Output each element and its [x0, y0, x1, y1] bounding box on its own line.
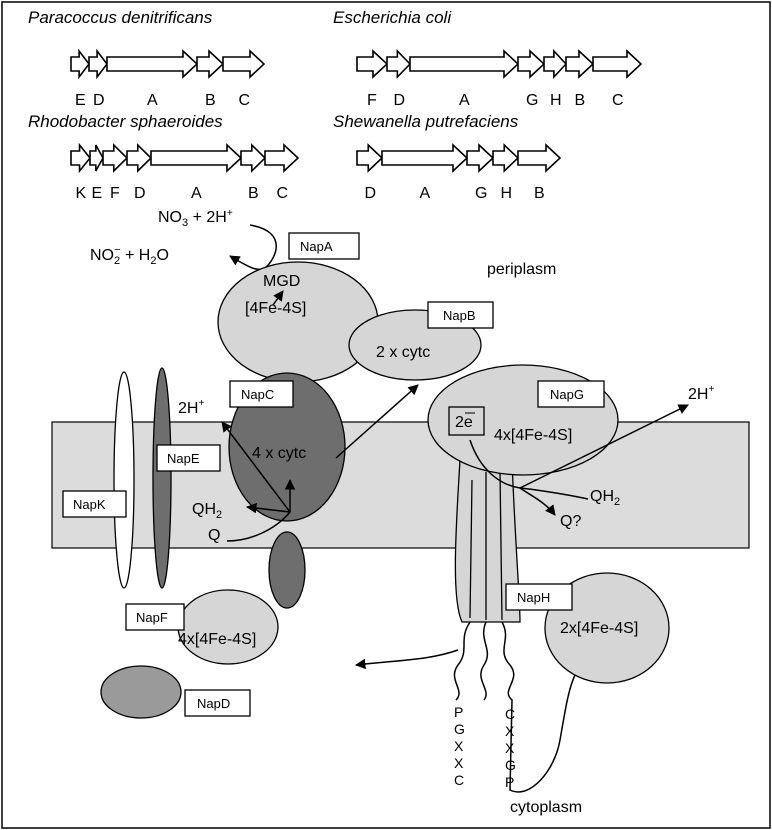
cytoplasm-label: cytoplasm [510, 799, 582, 816]
napC-label: NapC [230, 381, 293, 407]
gene-label: A [147, 92, 158, 109]
organism-rhodobacter: Rhodobacter sphaeroides [28, 112, 223, 131]
gene-label: C [277, 185, 289, 202]
motif-right: C X X G P [505, 706, 516, 790]
gene-label: D [365, 185, 377, 202]
svg-text:NapK: NapK [73, 497, 106, 512]
svg-text:NapA: NapA [300, 239, 333, 254]
napK-helix [114, 372, 134, 588]
svg-text:NapG: NapG [550, 387, 584, 402]
napK-label: NapK [63, 491, 126, 517]
gene-label: A [459, 92, 470, 109]
mgd-cofactor: MGD [263, 273, 300, 290]
nitrate-substrate: NO3 + 2H+ [158, 208, 233, 229]
gene-label: D [93, 92, 105, 109]
motif-right-letter: G [505, 757, 516, 773]
gene-label: F [367, 92, 377, 109]
motif-right-letter: X [505, 740, 515, 756]
motif-right-letter: C [505, 706, 515, 722]
svg-text:NapB: NapB [443, 308, 476, 323]
napB-heme: 2 x cytc [376, 344, 430, 361]
svg-text:NapF: NapF [136, 610, 168, 625]
napD-subunit [101, 666, 181, 718]
gene-label: C [612, 92, 624, 109]
svg-text:NapC: NapC [241, 387, 274, 402]
gene-label: G [475, 185, 487, 202]
nitrite-product: NO2− + H2O [90, 244, 169, 267]
svg-text:NapD: NapD [197, 696, 230, 711]
gene-label: A [420, 185, 431, 202]
napC-anchor [269, 532, 305, 608]
organism-shewanella: Shewanella putrefaciens [333, 112, 519, 131]
q-left: Q [208, 527, 220, 544]
napA-label: NapA [289, 233, 359, 259]
gene-label: D [394, 92, 406, 109]
gene-label: B [575, 92, 586, 109]
periplasm-label: periplasm [487, 261, 556, 278]
gene-label: B [248, 185, 259, 202]
napE-helix [153, 368, 171, 588]
motif-left-letter: X [454, 755, 464, 771]
napH-cluster: 2x[4Fe-4S] [560, 620, 638, 637]
motif-left-letter: X [454, 738, 464, 754]
motif-left-letter: G [454, 721, 465, 737]
svg-text:NapE: NapE [167, 451, 200, 466]
motif-left-letter: P [454, 704, 463, 720]
q-question: Q? [560, 513, 581, 530]
gene-label: H [550, 92, 562, 109]
gene-label: F [110, 185, 120, 202]
napB-label: NapB [428, 302, 493, 328]
napF-label: NapF [126, 604, 184, 630]
gene-label: G [526, 92, 538, 109]
napD-label: NapD [185, 690, 250, 716]
napH-label: NapH [506, 584, 572, 610]
motif-right-letter: P [505, 774, 514, 790]
svg-text:NapH: NapH [517, 590, 550, 605]
napF-subunit [178, 590, 278, 664]
napG-label: NapG [538, 381, 604, 407]
gene-label: K [76, 185, 87, 202]
motif-left-letter: C [454, 772, 464, 788]
gene-label: D [134, 185, 146, 202]
napF-cluster: 4x[4Fe-4S] [178, 631, 256, 648]
gene-label: H [501, 185, 513, 202]
napG-cluster: 4x[4Fe-4S] [494, 427, 572, 444]
organism-paracoccus: Paracoccus denitrificans [28, 8, 213, 27]
napE-label: NapE [157, 445, 220, 471]
gene-label: A [191, 185, 202, 202]
gene-label: C [239, 92, 251, 109]
gene-label: B [205, 92, 216, 109]
gene-label: E [92, 185, 103, 202]
motif-right-letter: X [505, 723, 515, 739]
gene-label: B [534, 185, 545, 202]
motif-left: P G X X C [454, 704, 465, 788]
gene-label: E [75, 92, 86, 109]
napC-heme: 4 x cytc [252, 445, 306, 462]
electrons-label: 2e [455, 414, 473, 431]
organism-ecoli: Escherichia coli [333, 8, 452, 27]
napA-cluster: [4Fe-4S] [245, 300, 306, 317]
